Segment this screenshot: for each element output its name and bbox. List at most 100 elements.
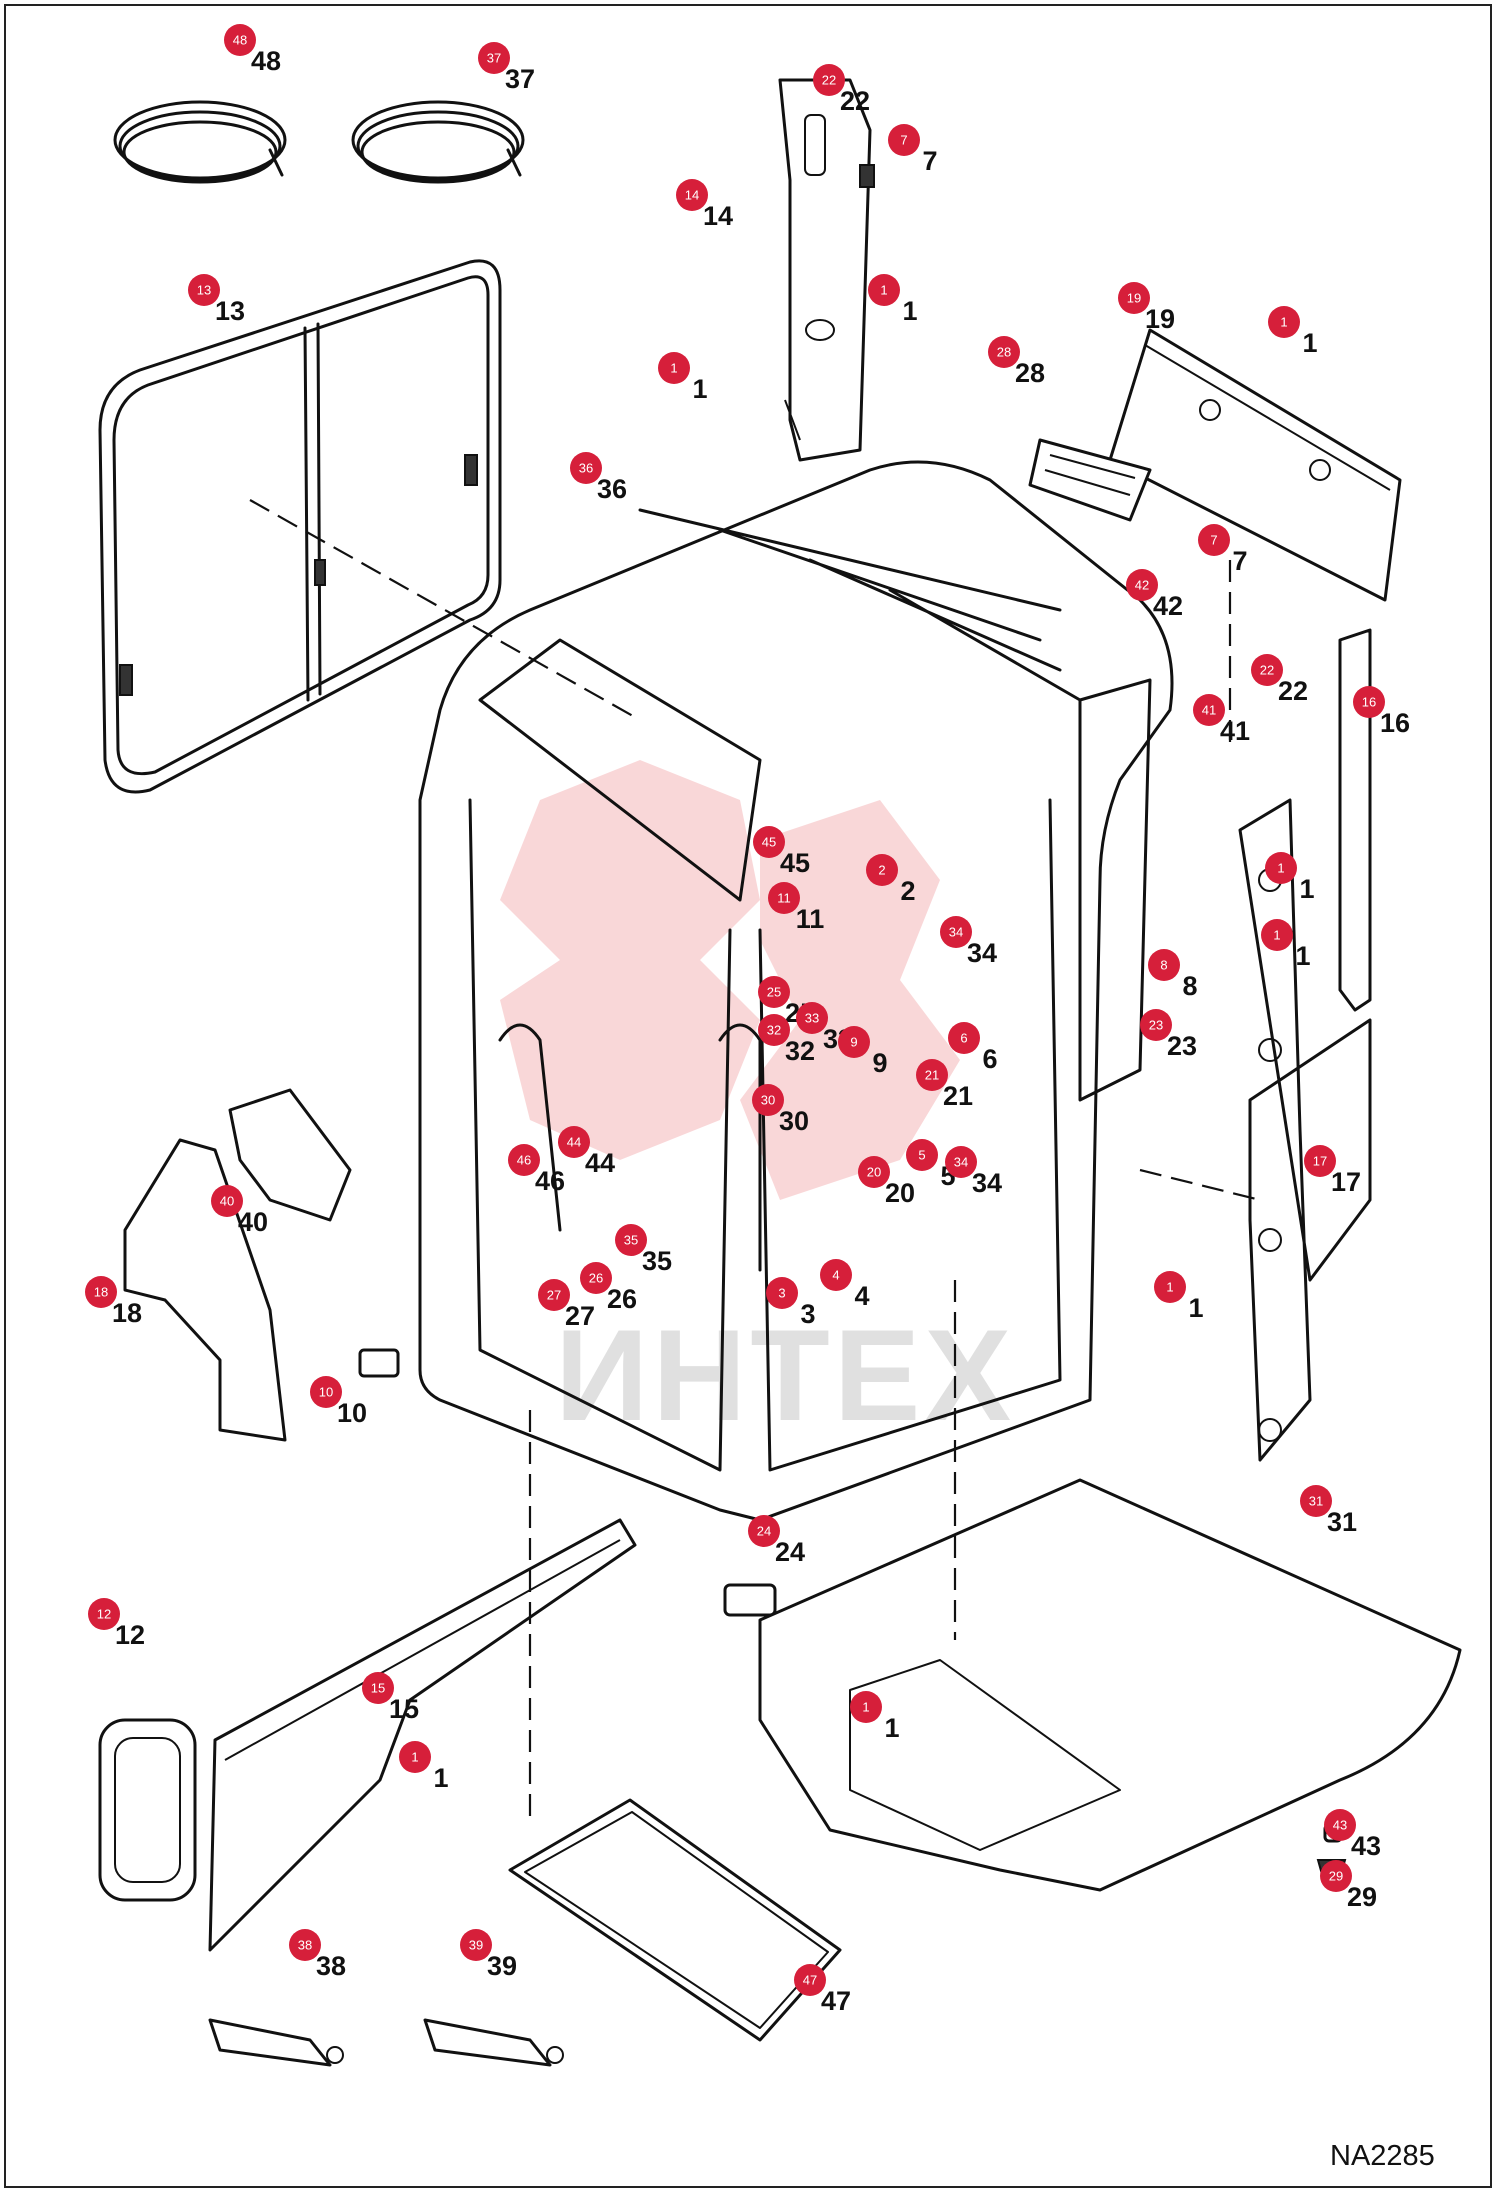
- callout-badge: [813, 64, 845, 96]
- callout-2: 22: [866, 854, 916, 906]
- callout-badge: [88, 1598, 120, 1630]
- callout-7b: 77: [1198, 524, 1248, 576]
- callout-badge-label: 17: [1313, 1154, 1327, 1169]
- callout-number: 22: [1278, 676, 1308, 706]
- callout-badge: [1154, 1271, 1186, 1303]
- callout-number: 47: [821, 1986, 851, 2016]
- drawing-id: NA2285: [1330, 2140, 1435, 2172]
- callout-badge: [868, 274, 900, 306]
- callout-badge: [940, 916, 972, 948]
- callout-number: 39: [487, 1951, 517, 1981]
- callout-badge-label: 45: [762, 835, 776, 850]
- callout-25: 2525: [758, 976, 815, 1028]
- callout-1f: 11: [1154, 1271, 1204, 1323]
- callout-number: 29: [1347, 1882, 1377, 1912]
- callout-badge-label: 42: [1135, 578, 1149, 593]
- callout-number: 22: [840, 86, 870, 116]
- spacer-10: [358, 1348, 400, 1378]
- callout-badge-label: 37: [487, 51, 501, 66]
- callout-badge: [310, 1376, 342, 1408]
- watermark-text: ИНТЕХ: [555, 1302, 1015, 1448]
- callout-badge: [1251, 654, 1283, 686]
- sealant-tube-38: [208, 2018, 344, 2067]
- callout-badge: [1193, 694, 1225, 726]
- callout-badge: [948, 1022, 980, 1054]
- callout-badge-label: 1: [1273, 928, 1280, 943]
- callout-badge: [748, 1515, 780, 1547]
- callout-badge: [570, 452, 602, 484]
- callout-badge: [289, 1929, 321, 1961]
- callout-badge-label: 7: [900, 133, 907, 148]
- callout-badge-label: 4: [832, 1268, 839, 1283]
- filter-screen-28: [1028, 438, 1152, 522]
- callout-badge: [1268, 306, 1300, 338]
- callout-badge: [1353, 686, 1385, 718]
- callout-badge-label: 48: [233, 33, 247, 48]
- callout-number: 27: [565, 1301, 595, 1331]
- callout-badge-label: 1: [1280, 315, 1287, 330]
- callout-badge-label: 30: [761, 1093, 775, 1108]
- callout-badge: [796, 1002, 828, 1034]
- callout-badge: [753, 826, 785, 858]
- sealant-tube-39: [423, 2018, 564, 2067]
- callout-number: 19: [1145, 304, 1175, 334]
- callout-badge: [224, 24, 256, 56]
- callout-number: 1: [1299, 874, 1314, 904]
- callout-badge-label: 16: [1362, 695, 1376, 710]
- callout-badge-label: 41: [1202, 703, 1216, 718]
- callout-badge: [188, 274, 220, 306]
- callout-number: 41: [1220, 716, 1250, 746]
- callout-badge: [916, 1059, 948, 1091]
- callout-badge-label: 24: [757, 1524, 771, 1539]
- seal-12: [98, 1718, 197, 1902]
- callout-badge-label: 21: [925, 1068, 939, 1083]
- callout-badge: [820, 1259, 852, 1291]
- glass-seal-47: [508, 1798, 842, 2042]
- callout-badge-label: 34: [954, 1155, 968, 1170]
- callout-badge-label: 25: [767, 985, 781, 1000]
- callout-badge: [1148, 949, 1180, 981]
- callout-number: 1: [1302, 328, 1317, 358]
- callout-badge-label: 23: [1149, 1018, 1163, 1033]
- callout-badge-label: 9: [850, 1035, 857, 1050]
- callout-badge: [866, 854, 898, 886]
- callout-badge: [362, 1672, 394, 1704]
- callout-badge-label: 1: [411, 1750, 418, 1765]
- callout-number: 13: [215, 296, 245, 326]
- side-window-13: [98, 259, 502, 794]
- callout-badge-label: 28: [997, 345, 1011, 360]
- callout-badge: [1261, 919, 1293, 951]
- callout-badge: [794, 1964, 826, 1996]
- callout-badge: [538, 1279, 570, 1311]
- callout-number: 45: [780, 848, 810, 878]
- callout-badge: [1126, 569, 1158, 601]
- callout-number: 15: [389, 1694, 419, 1724]
- callout-badge: [1300, 1485, 1332, 1517]
- callout-badge: [1324, 1809, 1356, 1841]
- callout-badge-label: 46: [517, 1153, 531, 1168]
- callout-number: 44: [585, 1148, 615, 1178]
- callout-1a: 11: [868, 274, 918, 326]
- callout-number: 16: [1380, 708, 1410, 738]
- callout-badge-label: 12: [97, 1607, 111, 1622]
- rear-trim-19: [1108, 328, 1402, 602]
- callout-badge-label: 1: [880, 283, 887, 298]
- callout-badge-label: 27: [547, 1288, 561, 1303]
- callout-number: 1: [692, 374, 707, 404]
- callout-badge-label: 14: [685, 188, 699, 203]
- callout-badge: [676, 179, 708, 211]
